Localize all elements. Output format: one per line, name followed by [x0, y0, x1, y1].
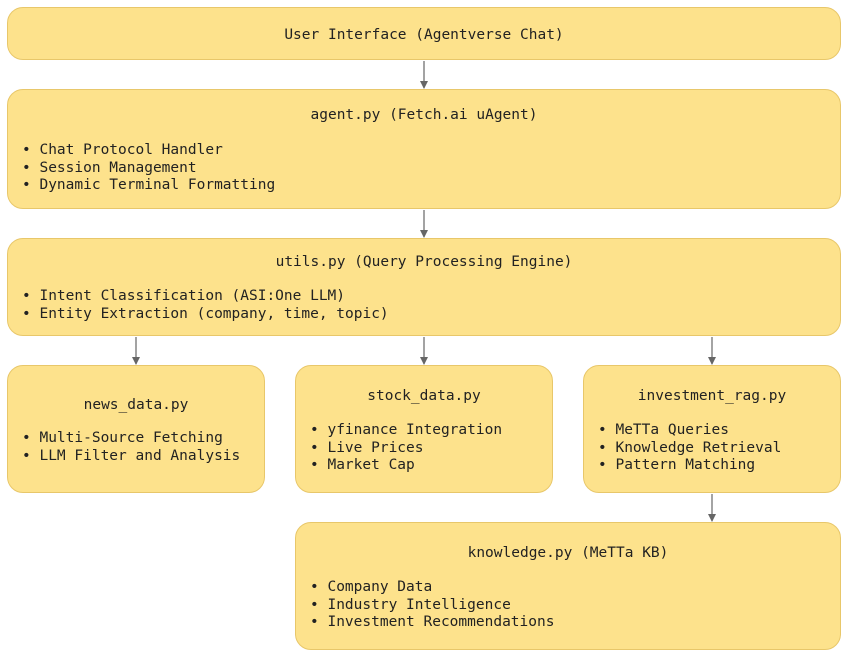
list-item: Session Management [22, 160, 275, 178]
node-title: investment_rag.py [637, 388, 787, 404]
node-title: User Interface (Agentverse Chat) [284, 27, 564, 43]
node-item-list: Intent Classification (ASI:One LLM) Enti… [22, 288, 389, 324]
node-title: news_data.py [83, 397, 189, 413]
list-item: Company Data [310, 579, 554, 597]
node-title: stock_data.py [367, 388, 481, 404]
node-title: agent.py (Fetch.ai uAgent) [310, 107, 538, 123]
node-stock-data: stock_data.py yfinance Integration Live … [295, 365, 553, 493]
node-news-data: news_data.py Multi-Source Fetching LLM F… [7, 365, 265, 493]
list-item: Investment Recommendations [310, 614, 554, 632]
list-item: Intent Classification (ASI:One LLM) [22, 288, 389, 306]
list-item: MeTTa Queries [598, 422, 781, 440]
list-item: Market Cap [310, 457, 502, 475]
node-item-list: Multi-Source Fetching LLM Filter and Ana… [22, 430, 240, 465]
list-item: Chat Protocol Handler [22, 142, 275, 160]
node-item-list: Company Data Industry Intelligence Inves… [310, 579, 554, 632]
list-item: Dynamic Terminal Formatting [22, 177, 275, 195]
node-item-list: yfinance Integration Live Prices Market … [310, 422, 502, 475]
node-title: utils.py (Query Processing Engine) [275, 254, 573, 270]
list-item: LLM Filter and Analysis [22, 448, 240, 466]
node-user-interface: User Interface (Agentverse Chat) [7, 7, 841, 60]
list-item: Multi-Source Fetching [22, 430, 240, 448]
list-item: Live Prices [310, 440, 502, 458]
list-item: Entity Extraction (company, time, topic) [22, 306, 388, 324]
list-item: Industry Intelligence [310, 597, 554, 615]
list-item: Knowledge Retrieval [598, 440, 781, 458]
node-title: knowledge.py (MeTTa KB) [467, 545, 669, 561]
list-item: Pattern Matching [598, 457, 781, 475]
node-item-list: Chat Protocol Handler Session Management… [22, 142, 275, 195]
node-investment-rag: investment_rag.py MeTTa Queries Knowledg… [583, 365, 841, 493]
node-knowledge: knowledge.py (MeTTa KB) Company Data Ind… [295, 522, 841, 650]
node-agent: agent.py (Fetch.ai uAgent) Chat Protocol… [7, 89, 841, 209]
list-item: yfinance Integration [310, 422, 502, 440]
node-item-list: MeTTa Queries Knowledge Retrieval Patter… [598, 422, 781, 475]
node-utils: utils.py (Query Processing Engine) Inten… [7, 238, 841, 336]
